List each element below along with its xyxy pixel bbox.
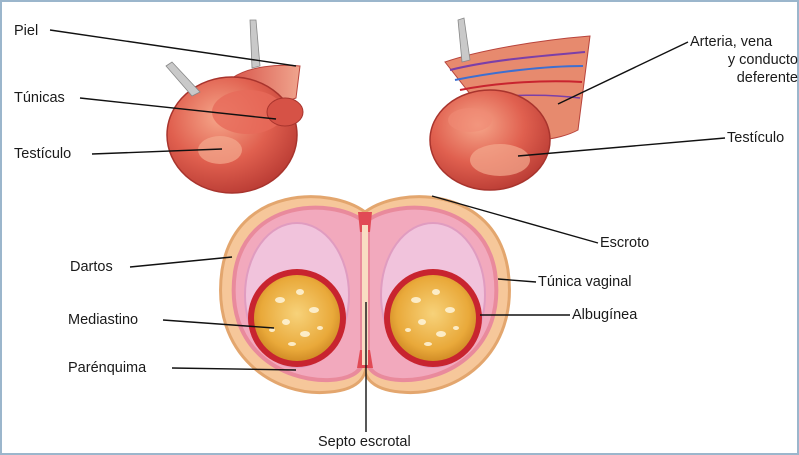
label-mediastino: Mediastino xyxy=(68,312,138,328)
label-dartos: Dartos xyxy=(70,259,113,275)
label-arteria-line1: Arteria, vena xyxy=(690,34,772,50)
surgical-clip-icon xyxy=(166,62,200,96)
left-testis-illustration xyxy=(166,20,303,193)
label-tunica-vaginal: Túnica vaginal xyxy=(538,274,632,290)
label-arteria-line2: y conducto xyxy=(690,52,798,68)
scrotum-cross-section xyxy=(221,197,510,393)
label-escroto: Escroto xyxy=(600,235,649,251)
label-piel: Piel xyxy=(14,23,38,39)
right-testis-illustration xyxy=(430,18,590,190)
surgical-clip-icon xyxy=(458,18,470,62)
label-parenquima: Parénquima xyxy=(68,360,146,376)
label-albuginea: Albugínea xyxy=(572,307,637,323)
label-testiculo-left: Testículo xyxy=(14,146,71,162)
label-testiculo-right: Testículo xyxy=(727,130,784,146)
label-septo-escrotal: Septo escrotal xyxy=(318,434,411,450)
label-tunicas: Túnicas xyxy=(14,90,65,106)
label-arteria-line3: deferente xyxy=(690,70,798,86)
